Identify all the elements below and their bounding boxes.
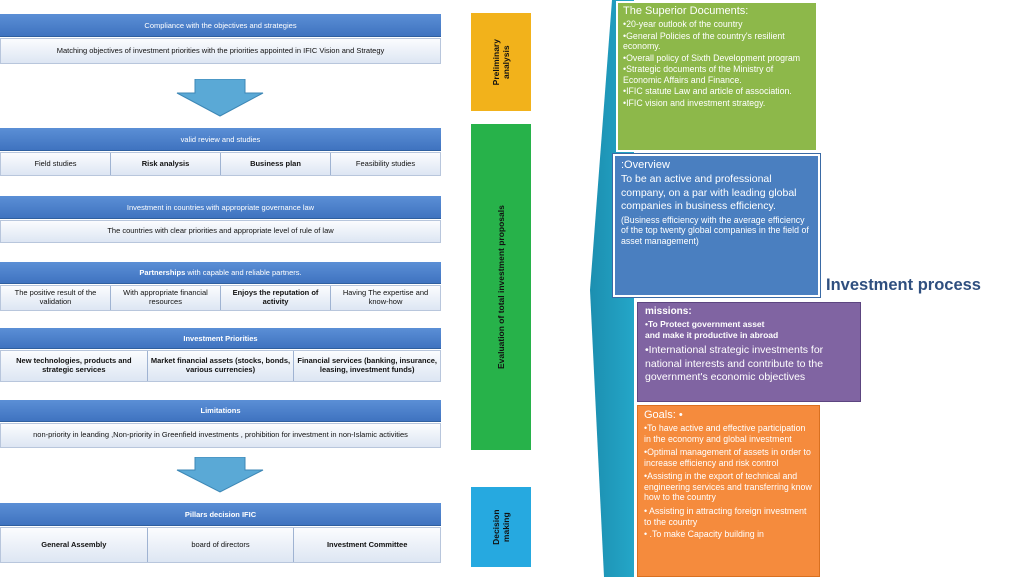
partnerships-header: Partnerships with capable and reliable p… [0, 262, 441, 284]
superior-item: •Strategic documents of the Ministry of … [623, 64, 774, 85]
priorities-row: New technologies, products and strategic… [0, 350, 441, 382]
priorities-cell-technologies: New technologies, products and strategic… [1, 351, 148, 381]
pillars-header: Pillars decision IFIC [0, 503, 441, 526]
superior-documents-panel: The Superior Documents: •20-year outlook… [616, 1, 818, 152]
pillars-header-label: Pillars decision IFIC [184, 509, 257, 519]
overview-title: :Overview [621, 159, 670, 171]
review-header: valid review and studies [0, 128, 441, 151]
down-arrow-icon [176, 79, 264, 117]
partnerships-cell-validation: The positive result of the validation [1, 286, 111, 310]
priorities-header-label: Investment Priorities [183, 333, 258, 343]
governance-header-label: Investment in countries with appropriate… [126, 202, 315, 212]
pillars-cell-board: board of directors [148, 528, 295, 562]
missions-panel: missions: •To Protect government asset a… [637, 302, 861, 402]
stage-preliminary: Preliminary analysis [471, 13, 531, 111]
priorities-cell-financial-services: Financial services (banking, insurance, … [297, 356, 437, 374]
goals-item: •Assisting in the export of technical an… [644, 471, 812, 503]
pillars-cell-committee: Investment Committee [326, 539, 408, 549]
compliance-header: Compliance with the objectives and strat… [0, 14, 441, 37]
down-arrow-icon [176, 457, 264, 493]
limitations-header-label: Limitations [200, 406, 241, 415]
goals-item: •To have active and effective participat… [644, 423, 806, 444]
stage-evaluation: Evaluation of total investment proposals [471, 124, 531, 450]
goals-panel: Goals: • •To have active and effective p… [637, 405, 820, 577]
review-header-label: valid review and studies [180, 134, 261, 144]
superior-item: •IFIC vision and investment strategy. [623, 98, 766, 109]
stage-decision: Decision making [471, 487, 531, 567]
partnerships-row: The positive result of the validation Wi… [0, 285, 441, 311]
superior-item: •20-year outlook of the country [623, 19, 743, 30]
superior-title: The Superior Documents: [623, 5, 749, 17]
governance-header: Investment in countries with appropriate… [0, 196, 441, 219]
superior-item: •General Policies of the country's resil… [623, 30, 785, 52]
overview-note: (Business efficiency with the average ef… [621, 214, 809, 247]
partnerships-header-bold: Partnerships [139, 268, 186, 277]
limitations-header: Limitations [0, 400, 441, 422]
governance-cell: The countries with clear priorities and … [107, 226, 334, 236]
review-cell-risk: Risk analysis [111, 153, 221, 175]
limitations-row: non-priority in leanding ,Non-priority i… [0, 423, 441, 448]
partnerships-header-rest: with capable and reliable partners. [185, 268, 302, 277]
superior-item: •Overall policy of Sixth Development pro… [623, 52, 801, 63]
partnerships-cell-expertise: Having The expertise and know-how [342, 288, 429, 306]
overview-body: To be an active and professional company… [621, 173, 797, 213]
compliance-row: Matching objectives of investment priori… [0, 38, 441, 64]
priorities-cell-financial-assets: Market financial assets (stocks, bonds, … [148, 351, 295, 381]
goals-item: • Assisting in attracting foreign invest… [644, 506, 807, 527]
goals-item: • .To make Capacity building in [644, 529, 764, 540]
review-cell-business: Business plan [221, 153, 331, 175]
superior-item: •IFIC statute Law and article of associa… [623, 86, 792, 97]
governance-row: The countries with clear priorities and … [0, 220, 441, 243]
goals-item: •Optimal management of assets in order t… [644, 447, 811, 468]
review-row: Field studies Risk analysis Business pla… [0, 152, 441, 176]
compliance-cell: Matching objectives of investment priori… [56, 45, 385, 55]
compliance-header-label: Compliance with the objectives and strat… [144, 20, 297, 30]
limitations-cell: non-priority in leanding ,Non-priority i… [33, 430, 408, 440]
partnerships-cell-resources: With appropriate financial resources [111, 286, 221, 310]
investment-process-title: Investment process [826, 276, 981, 294]
missions-item-bold: and make it productive in abroad [645, 330, 779, 341]
partnerships-cell-reputation: Enjoys the reputation of activity [221, 286, 331, 310]
priorities-header: Investment Priorities [0, 328, 441, 349]
missions-item: •International strategic investments for… [645, 344, 824, 384]
pillars-row: General Assembly board of directors Inve… [0, 527, 441, 563]
partnerships-header-label: Partnerships with capable and reliable p… [139, 268, 301, 277]
missions-title: missions: [645, 306, 692, 317]
missions-item-bold: •To Protect government asset [645, 319, 765, 329]
goals-title: Goals: • [644, 409, 683, 421]
review-cell-feasibility: Feasibility studies [355, 158, 416, 168]
pillars-cell-assembly: General Assembly [1, 528, 148, 562]
review-cell-field: Field studies [1, 153, 111, 175]
overview-panel: :Overview To be an active and profession… [612, 153, 821, 298]
